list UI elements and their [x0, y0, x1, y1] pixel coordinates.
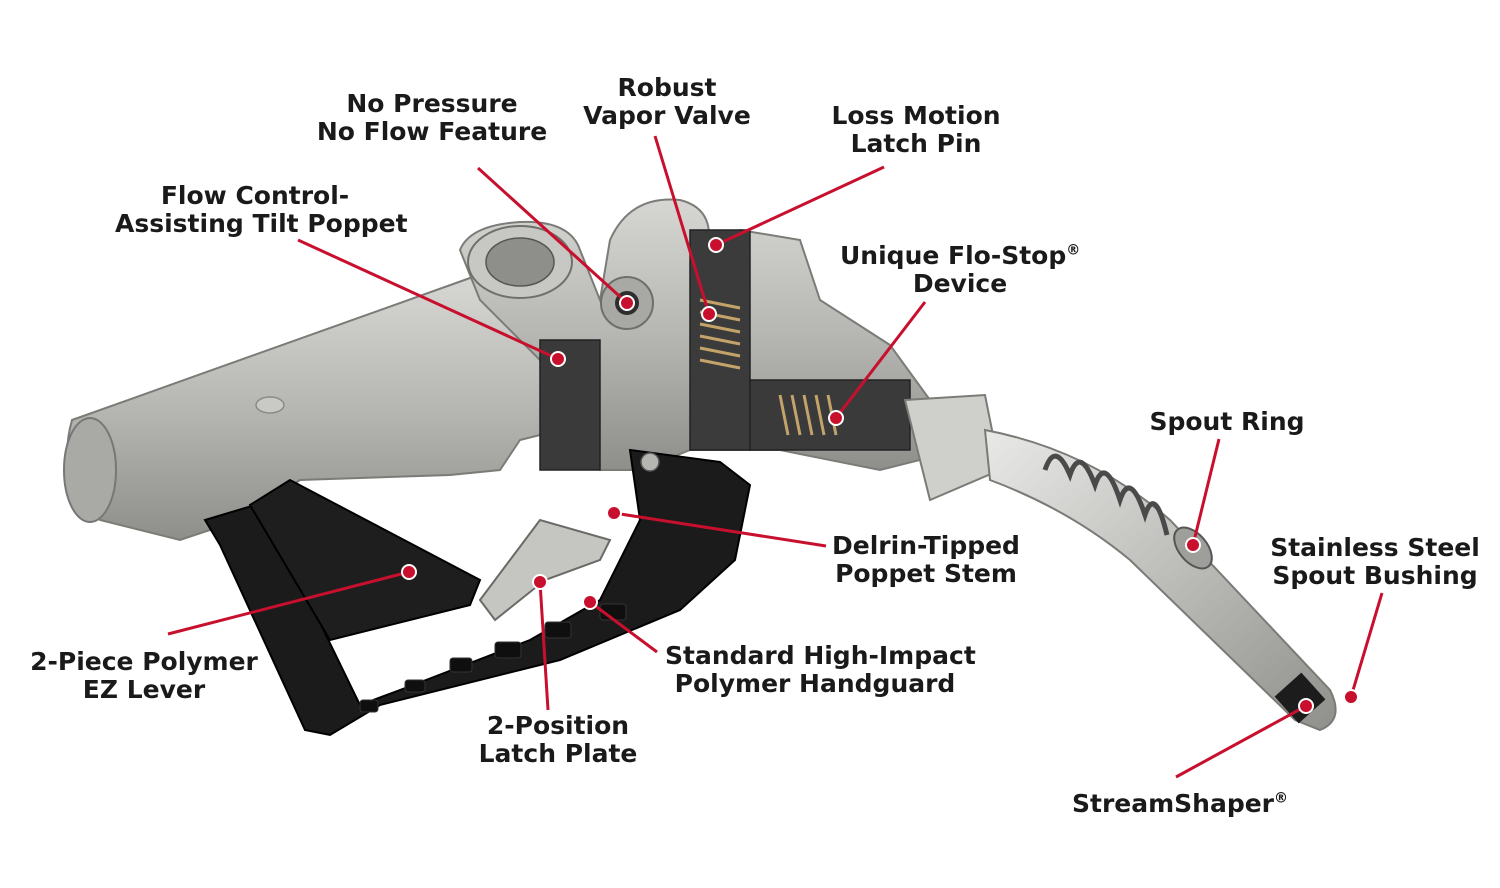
callout-line: Spout Ring [1149, 407, 1305, 436]
leader-line-handguard [589, 600, 658, 654]
leader-dot-latch-plate [532, 574, 548, 590]
callout-line: Stainless Steel [1270, 533, 1480, 562]
leader-line-no-pressure [476, 166, 629, 305]
leader-line-robust-vapor [653, 135, 711, 315]
registered-mark: ® [1274, 790, 1289, 807]
leader-line-flow-control [297, 238, 559, 361]
leader-dot-flo-stop [828, 410, 844, 426]
leader-line-delrin [613, 511, 827, 548]
leader-line-loss-motion [715, 165, 885, 247]
callout-line: No Flow Feature [316, 117, 548, 146]
leader-line-streamshaper [1175, 704, 1307, 779]
callout-line: Loss Motion [831, 101, 1001, 130]
leader-line-spout-ring [1191, 438, 1221, 546]
callout-line: StreamShaper® [1072, 789, 1289, 818]
callout-line: 2-Piece Polymer [30, 647, 258, 676]
leader-dot-stainless [1343, 689, 1359, 705]
callout-label-streamshaper: StreamShaper® [1072, 789, 1289, 818]
callout-line: EZ Lever [82, 675, 206, 704]
callout-line: Robust [617, 73, 717, 102]
leader-dot-ez-lever [401, 564, 417, 580]
handguard-rivet [640, 452, 660, 472]
callout-line: Latch Plate [478, 739, 638, 768]
callout-line: Flow Control- [160, 181, 350, 210]
callout-line: Delrin-Tipped [832, 531, 1020, 560]
leader-dot-handguard [582, 594, 598, 610]
callout-line: Device [912, 269, 1008, 298]
callout-label-spout-ring: Spout Ring [1147, 408, 1307, 436]
callout-line: Polymer Handguard [674, 669, 956, 698]
leader-dot-delrin [606, 505, 622, 521]
callout-line: Standard High-Impact [665, 641, 976, 670]
handguard-ribs [359, 603, 627, 713]
cutaway-poppet-chamber [539, 339, 601, 471]
spout-tube [983, 428, 1337, 732]
callout-line: Assisting Tilt Poppet [115, 209, 408, 238]
callout-label-flow-control: Flow Control-Assisting Tilt Poppet [115, 181, 408, 238]
handle-emboss [255, 396, 285, 414]
leader-dot-no-pressure [619, 295, 635, 311]
spout-spring [1042, 453, 1170, 536]
leader-dot-flow-control [550, 351, 566, 367]
leader-dot-streamshaper [1298, 698, 1314, 714]
inlet-swivel-inner [485, 237, 555, 287]
ez-lever-arm [248, 478, 482, 642]
callout-line: Poppet Stem [835, 559, 1017, 588]
internal-springs [699, 298, 838, 436]
latch-plate-arm [478, 518, 612, 622]
polymer-handguard [203, 448, 752, 737]
leader-line-ez-lever [167, 570, 410, 636]
leader-line-flo-stop [834, 301, 927, 419]
callout-line: Vapor Valve [583, 101, 751, 130]
leader-line-stainless [1349, 592, 1384, 698]
registered-mark: ® [1066, 242, 1081, 259]
callout-label-flo-stop: Unique Flo-Stop®Device [840, 242, 1080, 298]
handle-inlet-end [63, 417, 117, 523]
callout-line: Unique Flo-Stop® [840, 241, 1081, 270]
callout-line: Latch Pin [850, 129, 982, 158]
leader-line-latch-plate [538, 581, 550, 711]
callout-line: Spout Bushing [1272, 561, 1478, 590]
callout-leaders [167, 135, 1384, 779]
callout-line: No Pressure [346, 89, 518, 118]
leader-dot-spout-ring [1185, 537, 1201, 553]
spout-bushing-window [1274, 672, 1326, 724]
leader-dot-robust-vapor [701, 306, 717, 322]
leader-dot-loss-motion [708, 237, 724, 253]
callout-line: 2-Position [486, 711, 630, 740]
